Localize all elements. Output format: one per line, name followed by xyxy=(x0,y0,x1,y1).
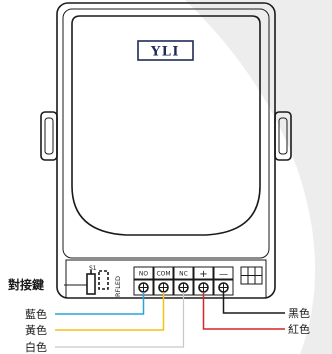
rf-led-indicator xyxy=(98,270,109,290)
background-swoosh xyxy=(185,0,332,354)
terminal-label-plus: + xyxy=(199,269,207,280)
yellow-wire-callout: 黃色 xyxy=(25,323,47,337)
screw-terminal-nc xyxy=(178,282,189,293)
cover-panel xyxy=(71,15,261,236)
black-wire xyxy=(222,292,285,314)
screw-terminal-com xyxy=(158,282,169,293)
terminal-area xyxy=(65,259,267,299)
svg-text:YLI: YLI xyxy=(150,45,180,60)
terminal-label-nc: NC xyxy=(179,271,188,278)
rf-led-label: RFLED xyxy=(114,276,122,297)
red-wire xyxy=(202,292,285,330)
button-s1-label: S1 xyxy=(89,265,97,272)
screw-terminal-plus xyxy=(198,282,209,293)
yellow-wire xyxy=(55,292,165,331)
white-wire xyxy=(55,292,185,348)
enclosure-inner-border xyxy=(62,8,270,259)
pairing-button-callout: 對接鍵 xyxy=(8,277,44,292)
left-mounting-tab xyxy=(40,111,58,161)
red-wire-callout: 紅色 xyxy=(288,322,310,336)
white-wire-callout: 白色 xyxy=(25,340,47,354)
brand-logo: YLI xyxy=(137,40,194,61)
terminal-label-no: NO xyxy=(139,271,148,278)
screw-terminal-minus xyxy=(218,282,229,293)
blue-wire xyxy=(55,292,145,315)
black-wire-callout: 黑色 xyxy=(288,306,310,320)
terminal-label-row: NO COM NC + — xyxy=(133,266,234,280)
dip-switch-grid xyxy=(240,266,263,285)
terminal-label-com: COM xyxy=(156,271,170,278)
pairing-button xyxy=(86,273,96,295)
blue-wire-callout: 藍色 xyxy=(25,307,47,321)
screw-terminal-no xyxy=(138,282,149,293)
terminal-label-minus: — xyxy=(219,270,228,280)
